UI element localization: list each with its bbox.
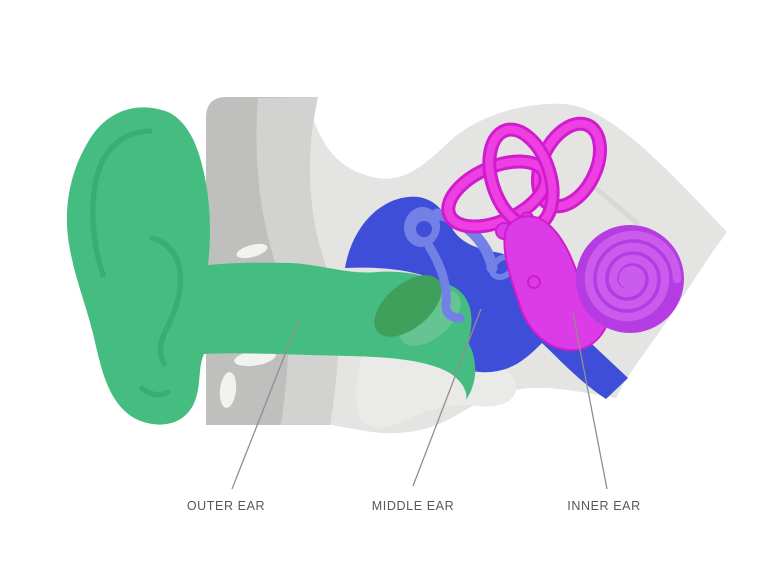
- leader-line-middle: [412, 308, 482, 487]
- cochlea-spiral: [584, 230, 682, 322]
- label-outer-ear: OUTER EAR: [187, 499, 265, 513]
- leader-line-outer: [231, 318, 300, 490]
- skin-highlight: [234, 349, 276, 367]
- skin-highlight: [236, 243, 268, 259]
- skin-highlight: [219, 372, 237, 408]
- ear-fold-line: [139, 385, 171, 398]
- round-window: [527, 275, 541, 289]
- outer-ear-shape: [66, 107, 476, 425]
- semicircular-canals: [441, 116, 607, 234]
- malleus-handle: [424, 241, 465, 323]
- label-middle-ear: MIDDLE EAR: [372, 499, 454, 513]
- eardrum: [374, 275, 442, 337]
- malleus-head-core: [416, 221, 432, 237]
- ear-fold-line: [90, 128, 153, 278]
- label-inner-ear: INNER EAR: [567, 499, 640, 513]
- leader-line-inner: [572, 312, 608, 490]
- ear-fold-line: [149, 235, 184, 367]
